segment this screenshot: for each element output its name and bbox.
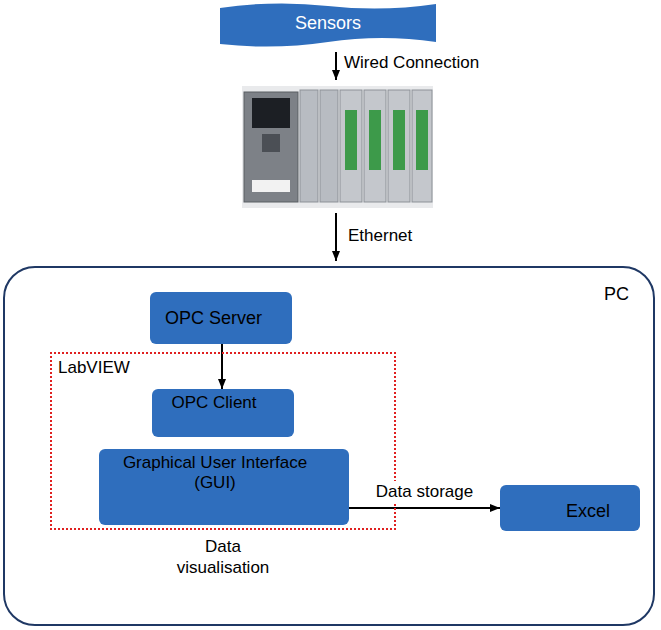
ethernet-arrow bbox=[335, 213, 337, 261]
edge-label: Data storage bbox=[373, 481, 477, 502]
plc-tag bbox=[252, 180, 290, 192]
plc-display bbox=[252, 98, 290, 128]
process-box: Excel bbox=[500, 485, 640, 531]
banner-outline bbox=[220, 3, 436, 46]
plc-module bbox=[388, 90, 410, 202]
process-box: OPC Server bbox=[150, 292, 292, 344]
node-text: PC bbox=[604, 284, 629, 305]
plc-module bbox=[320, 90, 338, 202]
connection-label: Wired Connection bbox=[344, 53, 479, 73]
plc-module bbox=[412, 90, 432, 202]
plc-keys bbox=[262, 134, 280, 152]
node-text: LabVIEW bbox=[58, 358, 370, 378]
node-text: OPC Client bbox=[158, 393, 270, 413]
plc-module bbox=[364, 90, 386, 202]
plc-label bbox=[369, 110, 381, 170]
wire-arrow bbox=[335, 52, 337, 80]
arrow-connector bbox=[349, 507, 500, 509]
node-text: Graphical User Interface (GUI) bbox=[105, 453, 325, 494]
node-caption: Data visualisation bbox=[165, 536, 281, 579]
plc-label bbox=[345, 110, 357, 170]
plc-module bbox=[340, 90, 362, 202]
node-text: Sensors bbox=[220, 13, 436, 34]
sensor-banner: Sensors bbox=[220, 2, 436, 50]
node-text: OPC Server bbox=[159, 308, 268, 330]
plc-module bbox=[300, 90, 318, 202]
plc-picture bbox=[242, 86, 433, 208]
process-box: OPC Client bbox=[152, 389, 294, 437]
process-box: Graphical User Interface (GUI) bbox=[99, 449, 349, 525]
plc-label bbox=[393, 110, 405, 170]
connection-label: Ethernet bbox=[348, 226, 412, 246]
pc-frame: PCOPC ServerLabVIEWData visualisationOPC… bbox=[3, 266, 655, 626]
arrow-connector bbox=[221, 344, 223, 389]
plc-cpu bbox=[244, 92, 298, 202]
plc-background bbox=[242, 86, 433, 208]
plc-label bbox=[416, 110, 428, 170]
node-text: Excel bbox=[560, 501, 616, 523]
software-region: LabVIEWData visualisationOPC ClientGraph… bbox=[50, 352, 396, 530]
